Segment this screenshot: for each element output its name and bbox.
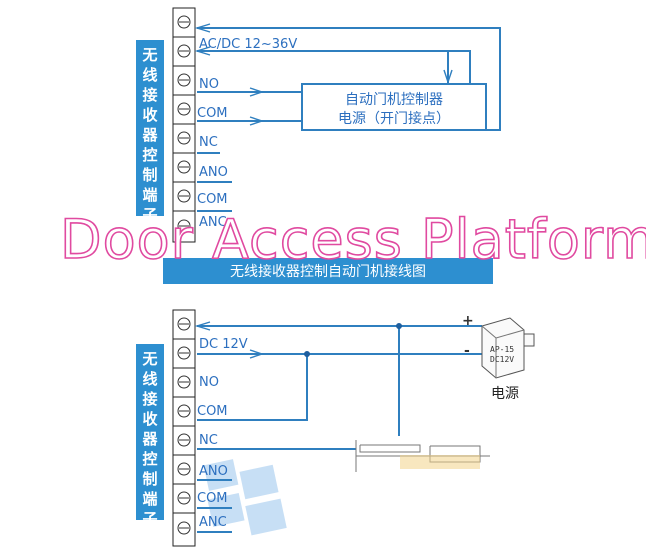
controller-line1: 自动门机控制器 <box>345 92 443 108</box>
screw-icon <box>177 219 191 233</box>
power-supply-caption: 电源 <box>491 386 519 402</box>
psu-model-line2: DC12V <box>490 355 514 364</box>
watermark: Door Access Platform <box>60 208 646 271</box>
side-label-text: 无线接收器控制端子 <box>141 350 158 528</box>
diagram-banner: 无线接收器控制自动门机接线图 <box>163 258 493 284</box>
power-supply-icon: AP-15 DC12V <box>481 317 535 379</box>
windows-logo-watermark <box>203 459 287 536</box>
side-label-text: 无线接收器控制端子 <box>141 46 158 224</box>
screw-icon <box>177 375 191 389</box>
terminal-label-com: COM <box>197 404 228 419</box>
screw-icon <box>177 15 191 29</box>
terminal-label-ano: ANO <box>199 165 228 180</box>
bottom-wires <box>194 321 482 450</box>
bottom-terminal-block <box>172 309 196 547</box>
screw-icon <box>177 102 191 116</box>
banner-text: 无线接收器控制自动门机接线图 <box>230 263 426 280</box>
screw-icon <box>177 404 191 418</box>
terminal-label-com: COM <box>197 106 228 121</box>
screw-icon <box>177 44 191 58</box>
terminal-label-dc12v: DC 12V <box>199 337 248 352</box>
door-lock-icon <box>355 436 490 472</box>
terminal-label-acdc: AC/DC 12~36V <box>199 37 297 52</box>
minus-sign: - <box>464 343 470 359</box>
psu-model-line1: AP-15 <box>490 345 514 354</box>
controller-box: 自动门机控制器 电源（开门接点） <box>301 83 487 131</box>
terminal-label-no: NO <box>199 77 219 92</box>
terminal-label-anc: ANC <box>199 215 227 230</box>
terminal-label-com2: COM <box>197 491 228 506</box>
terminal-label-nc: NC <box>199 135 218 150</box>
controller-line2: 电源（开门接点） <box>338 110 450 127</box>
terminal-label-nc: NC <box>199 433 218 448</box>
screw-icon <box>177 521 191 535</box>
plus-sign: + <box>462 313 474 329</box>
terminal-label-ano: ANO <box>199 464 228 479</box>
screw-icon <box>177 433 191 447</box>
screw-icon <box>177 462 191 476</box>
screw-icon <box>177 317 191 331</box>
screw-icon <box>177 160 191 174</box>
bottom-side-label: 无线接收器控制端子 <box>136 344 164 528</box>
screw-icon <box>177 491 191 505</box>
screw-icon <box>177 189 191 203</box>
top-terminal-block <box>172 7 196 243</box>
screw-icon <box>177 346 191 360</box>
screw-icon <box>177 73 191 87</box>
terminal-label-anc: ANC <box>199 515 227 530</box>
screw-icon <box>177 131 191 145</box>
top-side-label: 无线接收器控制端子 <box>136 40 164 224</box>
terminal-label-com2: COM <box>197 192 228 207</box>
terminal-label-no: NO <box>199 375 219 390</box>
